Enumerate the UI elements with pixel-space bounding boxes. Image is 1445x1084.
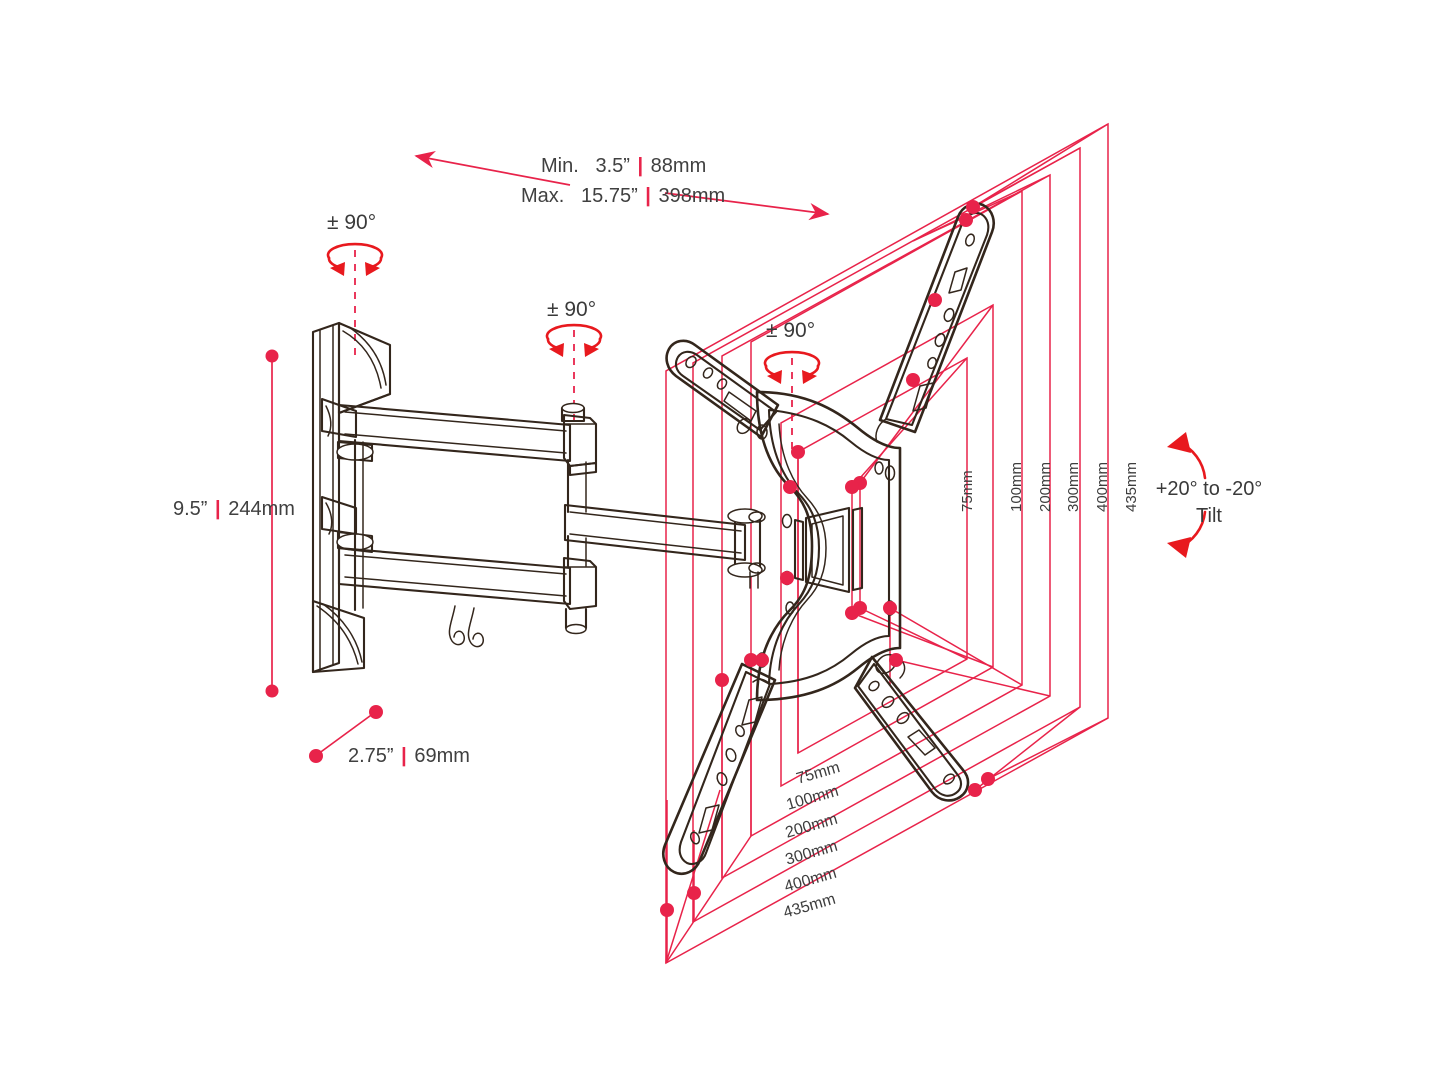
depth-dimension [309, 705, 383, 763]
vesa-vertical-label-400: 400mm [1094, 461, 1111, 512]
extension-min-label: Min. [541, 155, 579, 177]
depth-dimension-label: 2.75” | 69mm [348, 745, 470, 768]
swivel-label-mid: ± 90° [547, 298, 597, 321]
dimension-nodes [660, 200, 995, 917]
mount-bar-upper-left [665, 339, 780, 439]
tilt-specification: +20° to -20° Tilt [1144, 476, 1274, 530]
extension-min-dimension: Min. 3.5” | 88mm [541, 155, 706, 178]
extension-min-inches: 3.5” [595, 155, 630, 177]
extension-max-label: Max. [521, 185, 565, 207]
swivel-symbol-plate [763, 350, 821, 455]
wall-plate [311, 321, 392, 674]
height-inches: 9.5” [173, 498, 208, 520]
tilt-label: Tilt [1196, 505, 1222, 527]
vesa-plate [748, 390, 902, 702]
height-dimension [265, 349, 279, 698]
vesa-vertical-label-435: 435mm [1123, 461, 1140, 512]
depth-inches: 2.75” [348, 745, 394, 767]
mount-bar-upper-right [875, 202, 995, 443]
vesa-vertical-label-75: 75mm [959, 470, 976, 512]
vesa-vertical-label-200: 200mm [1037, 461, 1054, 512]
unit-separator: | [215, 498, 221, 520]
extension-arrows [414, 150, 830, 221]
tilt-range: +20° to -20° [1155, 478, 1263, 500]
vesa-perspective-grid [665, 122, 1109, 965]
mount-arm-lower [337, 546, 598, 648]
depth-mm: 69mm [414, 745, 470, 767]
unit-separator: | [401, 745, 407, 767]
mount-arm-upper [337, 402, 598, 477]
vesa-vertical-label-100: 100mm [1008, 461, 1025, 512]
unit-separator: | [637, 155, 644, 177]
height-dimension-label: 9.5” | 244mm [173, 498, 295, 521]
mount-bar-lower-left [662, 662, 777, 876]
swivel-label-wall: ± 90° [327, 211, 377, 234]
vesa-vertical-stems [666, 452, 891, 963]
extension-max-dimension: Max. 15.75” | 398mm [521, 185, 725, 208]
vesa-vertical-label-300: 300mm [1065, 461, 1082, 512]
vesa-leader-lines [665, 123, 1109, 964]
extension-max-mm: 398mm [658, 185, 726, 207]
swivel-label-plate: ± 90° [766, 319, 816, 342]
swivel-symbol-mid [545, 323, 603, 420]
swivel-symbol-wall [326, 242, 384, 358]
tilt-arrows [1167, 432, 1207, 558]
mount-bar-lower-right [853, 653, 970, 802]
height-mm: 244mm [228, 498, 295, 520]
mount-arm-extension [563, 458, 763, 589]
unit-separator: | [645, 185, 651, 207]
extension-min-mm: 88mm [650, 155, 707, 177]
extension-max-inches: 15.75” [581, 185, 638, 207]
